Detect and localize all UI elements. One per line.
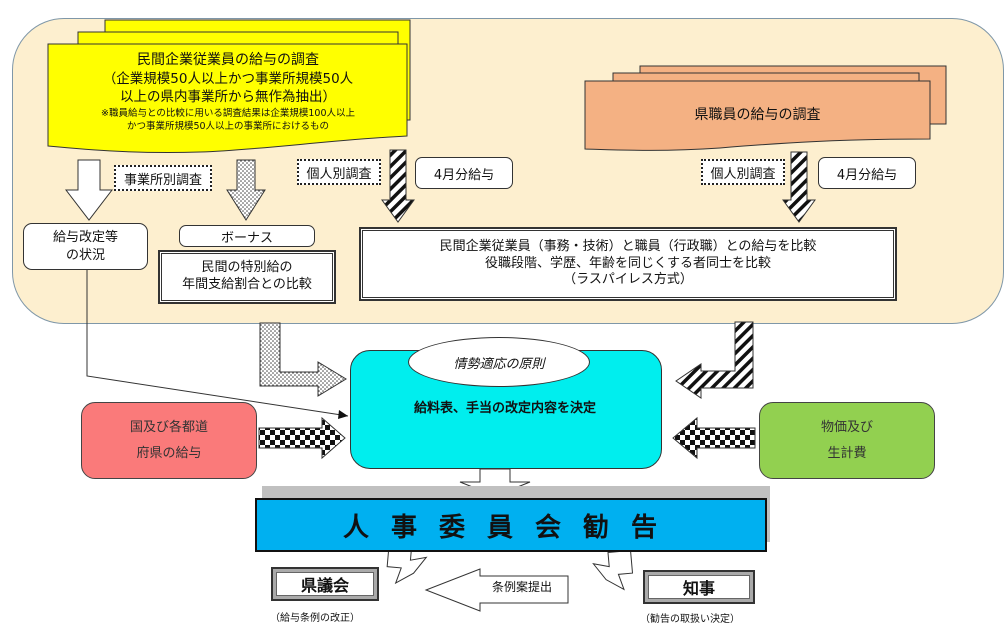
arrow-l-dotted bbox=[259, 322, 347, 397]
assembly-caption: （給与条例の改正） bbox=[270, 613, 360, 624]
pref-survey-document bbox=[584, 65, 947, 151]
arrow-to-governor bbox=[592, 550, 634, 591]
private-survey-document bbox=[47, 19, 411, 154]
national-line2: 府県の給与 bbox=[136, 445, 202, 461]
governor-caption: （勧告の取扱い決定） bbox=[640, 614, 740, 625]
prices-line1: 物価及び bbox=[820, 419, 873, 435]
comparison-line1: 民間企業従業員（事務・技術）と職員（行政職）との給与を比較 bbox=[439, 238, 817, 254]
connector-line bbox=[86, 270, 349, 417]
private-survey-note2: かつ事業所規模50人以上の事業所におけるもの bbox=[126, 121, 330, 132]
private-survey-title: 民間企業従業員の給与の調査 bbox=[137, 52, 319, 68]
prefectural-assembly-box: 県議会 bbox=[271, 567, 379, 601]
revision-status-box: 給与改定等 の状況 bbox=[23, 223, 148, 270]
arrow-down-hatched-left bbox=[381, 149, 415, 223]
revision-status-line1: 給与改定等 bbox=[52, 229, 118, 245]
comparison-line3: （ラスパイレス方式） bbox=[563, 272, 693, 288]
decision-text: 給料表、手当の改定内容を決定 bbox=[413, 401, 596, 416]
principle-oval: 情勢適応の原則 bbox=[408, 337, 590, 387]
pref-survey-title: 県職員の給与の調査 bbox=[694, 107, 821, 123]
arrow-bill-submission bbox=[424, 568, 569, 612]
salary-comparison-box: 民間企業従業員（事務・技術）と職員（行政職）との給与を比較 役職段階、学歴、年齢… bbox=[359, 227, 897, 301]
recommendation-banner: 人事委員会勧告 bbox=[255, 498, 767, 552]
individual-survey-label-right: 個人別調査 bbox=[701, 159, 785, 185]
bonus-box: ボーナス bbox=[179, 225, 315, 247]
national-line1: 国及び各都道 bbox=[129, 419, 208, 435]
bill-submission-label: 条例案提出 bbox=[491, 580, 552, 594]
establishment-survey-label: 事業所別調査 bbox=[114, 165, 212, 191]
arrow-down-white bbox=[64, 159, 114, 221]
special-pay-line2: 年間支給割合との比較 bbox=[182, 277, 312, 292]
special-pay-line1: 民間の特別給の bbox=[201, 260, 293, 276]
arrow-left-checker bbox=[672, 416, 756, 460]
governor-box: 知事 bbox=[643, 570, 755, 604]
individual-survey-label-left: 個人別調査 bbox=[297, 159, 381, 185]
private-survey-line3: 以上の県内事業所から無作為抽出） bbox=[120, 89, 336, 105]
national-salary-box: 国及び各都道 府県の給与 bbox=[81, 402, 257, 479]
prices-living-cost-box: 物価及び 生計費 bbox=[759, 402, 935, 479]
revision-status-line2: の状況 bbox=[65, 247, 105, 263]
arrow-down-dotted bbox=[226, 159, 266, 221]
april-pay-label-right: 4月分給与 bbox=[818, 157, 916, 189]
private-survey-line2: （企業規模50人以上かつ事業所規模50人 bbox=[102, 71, 354, 87]
april-pay-label-left: 4月分給与 bbox=[415, 157, 513, 189]
arrow-right-checker bbox=[258, 416, 346, 460]
comparison-line2: 役職段階、学歴、年齢を同じくする者同士を比較 bbox=[484, 255, 771, 271]
prices-line2: 生計費 bbox=[827, 445, 867, 461]
arrow-down-hatched-right bbox=[782, 151, 816, 223]
private-survey-note1: ※職員給与との比較に用いる調査結果は企業規模100人以上 bbox=[101, 108, 355, 119]
arrow-l-hatched bbox=[675, 321, 754, 399]
special-pay-comparison-box: 民間の特別給の 年間支給割合との比較 bbox=[158, 250, 336, 304]
